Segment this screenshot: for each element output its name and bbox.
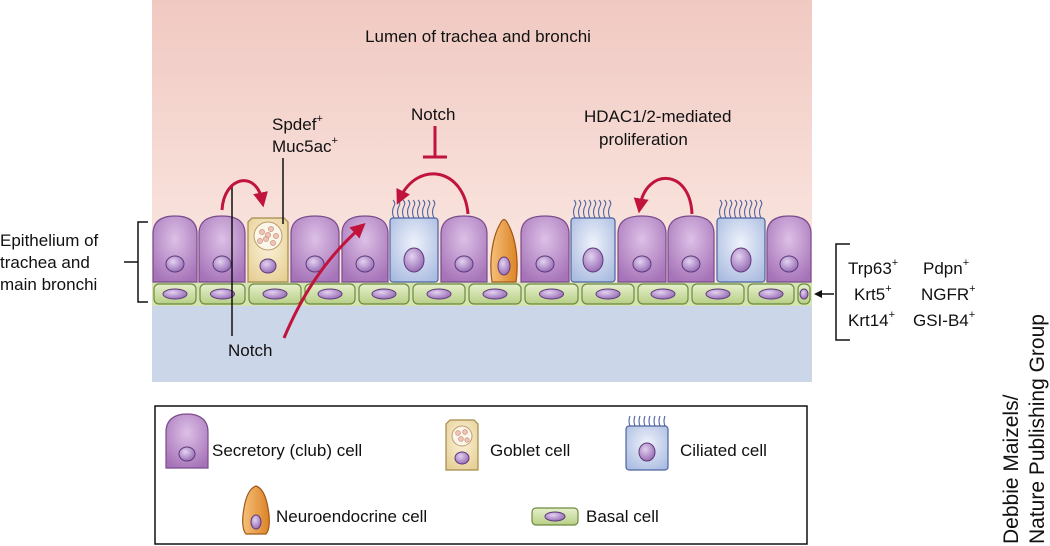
basal-cell-layer (152, 282, 812, 306)
credit-line-2: Nature Publishing Group (1026, 314, 1049, 544)
neuroendocrine-cell (490, 218, 518, 283)
legend-goblet-swatch (445, 419, 479, 471)
epithelial-cell-layer (152, 199, 812, 283)
ciliated-cell (389, 199, 439, 283)
epithelium-label-line-1: Epithelium of (0, 231, 99, 250)
basal-cell (468, 283, 522, 305)
legend-basal-label: Basal cell (586, 507, 659, 526)
legend-secretory-swatch (165, 413, 209, 469)
secretory-cell (152, 215, 198, 283)
ciliated-cell (570, 199, 616, 283)
secretory-cell (520, 215, 570, 283)
legend-basal-swatch (531, 507, 579, 526)
lumen-label: Lumen of trachea and bronchi (365, 27, 591, 46)
basal-cell (797, 283, 811, 305)
basal-cell (524, 283, 579, 305)
credit-line-1: Debbie Maizels/ (1000, 394, 1023, 544)
basal-cell (691, 283, 745, 305)
hdac-label-line-1: HDAC1/2-mediated (584, 107, 731, 126)
legend-ciliated-label: Ciliated cell (680, 441, 767, 460)
basal-markers-bracket (835, 243, 850, 341)
legend-neuroendocrine-label: Neuroendocrine cell (276, 507, 427, 526)
basal-cell (412, 283, 466, 305)
trp63-marker: Trp63+ (848, 257, 898, 278)
notch-feedback-arrow (396, 172, 470, 215)
basal-cell (358, 283, 410, 305)
hdac-label-line-2: proliferation (599, 130, 688, 149)
gsi-b4-marker: GSI-B4+ (913, 309, 975, 330)
basal-cell (199, 283, 246, 305)
basal-cell (637, 283, 689, 305)
epithelium-bracket (124, 221, 148, 303)
muc5ac-marker: Muc5ac+ (272, 135, 338, 156)
pdpn-marker: Pdpn+ (923, 257, 969, 278)
notch-goblet-arrow (220, 179, 268, 211)
goblet-cell (247, 217, 289, 283)
basal-cell (304, 283, 356, 305)
credit-block: Debbie Maizels/ Nature Publishing Group (1000, 314, 1049, 544)
secretory-cell (290, 215, 340, 283)
basal-cell (153, 283, 197, 305)
legend-ciliated-swatch (625, 415, 669, 471)
secretory-cell (667, 215, 715, 283)
secretory-cell (617, 215, 667, 283)
basal-cell (248, 283, 302, 305)
legend-neuroendocrine-swatch (242, 485, 270, 535)
secretory-cell (198, 215, 246, 283)
ngfr-marker: NGFR+ (921, 283, 976, 304)
notch-ciliated-arrow (282, 222, 366, 339)
krt5-marker: Krt5+ (854, 283, 892, 304)
notch-inhibition-mark (423, 126, 447, 159)
ciliated-cell (716, 199, 766, 283)
legend-goblet-label: Goblet cell (490, 441, 570, 460)
secretory-cell (341, 215, 389, 283)
epithelium-label-line-2: trachea and (0, 253, 90, 272)
secretory-cell (766, 215, 812, 283)
krt14-marker: Krt14+ (848, 309, 895, 330)
hdac-proliferation-arrow (633, 177, 694, 215)
basal-cell (747, 283, 795, 305)
notch-label-bottom: Notch (228, 341, 272, 360)
spdef-marker: Spdef+ (272, 113, 323, 134)
epithelium-label-line-3: main bronchi (0, 275, 97, 294)
basal-cell (581, 283, 635, 305)
secretory-cell (440, 215, 488, 283)
notch-label-top: Notch (411, 105, 455, 124)
legend-secretory-label: Secretory (club) cell (212, 441, 362, 460)
